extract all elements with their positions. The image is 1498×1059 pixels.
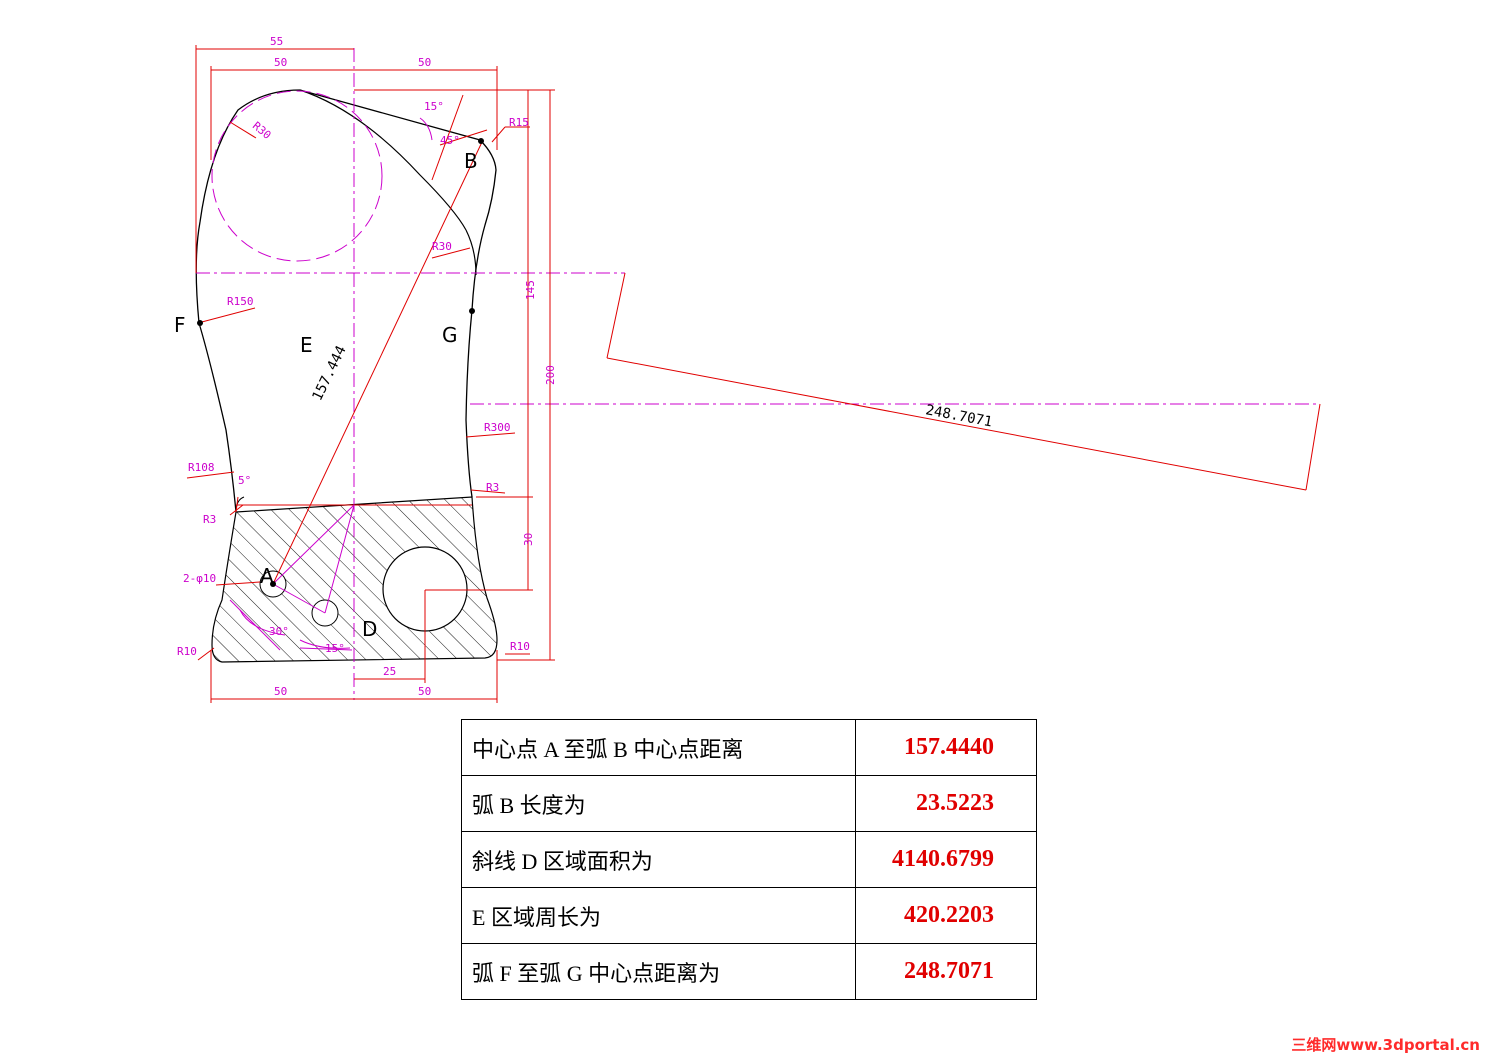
dim-angle-30: 30° xyxy=(269,625,289,638)
dim-r30-top: R30 xyxy=(250,119,274,142)
row-value: 420.2203 xyxy=(855,887,1037,944)
point-label-e: E xyxy=(300,333,313,357)
point-label-f: F xyxy=(174,313,186,337)
dim-length-248: 248.7071 xyxy=(924,402,993,430)
row-label: 弧 B 长度为 xyxy=(461,775,856,832)
dim-r10-left: R10 xyxy=(177,645,197,658)
dim-bottom-50-right: 50 xyxy=(418,685,431,698)
dim-top-50-left: 50 xyxy=(274,56,287,69)
dim-hole-spec: 2-φ10 xyxy=(183,572,216,585)
dim-200: 200 xyxy=(544,365,557,385)
dim-r300: R300 xyxy=(484,421,511,434)
table-row: E 区域周长为 420.2203 xyxy=(461,887,1037,944)
dim-bottom-50-left: 50 xyxy=(274,685,287,698)
point-f-marker xyxy=(197,320,203,326)
point-label-g: G xyxy=(442,323,458,347)
dim-angle-15-top: 15° xyxy=(424,100,444,113)
dim-top-55: 55 xyxy=(270,35,283,48)
point-label-d: D xyxy=(362,617,377,641)
table-row: 中心点 A 至弧 B 中心点距离 157.4440 xyxy=(461,719,1037,776)
row-label: 斜线 D 区域面积为 xyxy=(461,831,856,888)
dim-top-50-right: 50 xyxy=(418,56,431,69)
row-value: 23.5223 xyxy=(855,775,1037,832)
point-b-marker xyxy=(478,138,484,144)
construction-circle-r30 xyxy=(211,90,383,262)
point-a-marker xyxy=(270,581,276,587)
results-table: 中心点 A 至弧 B 中心点距离 157.4440 弧 B 长度为 23.522… xyxy=(461,719,1037,1000)
dim-30: 30 xyxy=(522,533,535,546)
row-value: 157.4440 xyxy=(855,719,1037,776)
dim-r10-right: R10 xyxy=(510,640,530,653)
row-label: 弧 F 至弧 G 中心点距离为 xyxy=(461,943,856,1000)
dim-r15: R15 xyxy=(509,116,529,129)
dim-length-157: 157.444 xyxy=(309,343,349,403)
dim-bottom-25: 25 xyxy=(383,665,396,678)
dim-145: 145 xyxy=(524,280,537,300)
point-g-marker xyxy=(469,308,475,314)
table-row: 斜线 D 区域面积为 4140.6799 xyxy=(461,831,1037,888)
dim-r3-right: R3 xyxy=(486,481,499,494)
dim-angle-5: 5° xyxy=(238,474,251,487)
row-label: 中心点 A 至弧 B 中心点距离 xyxy=(461,719,856,776)
point-label-a: A xyxy=(260,564,274,588)
part-outline xyxy=(195,89,497,513)
table-row: 弧 F 至弧 G 中心点距离为 248.7071 xyxy=(461,943,1037,1000)
watermark: 三维网www.3dportal.cn xyxy=(1291,1036,1480,1054)
point-label-b: B xyxy=(464,149,478,173)
table-row: 弧 B 长度为 23.5223 xyxy=(461,775,1037,832)
dim-angle-15-bottom: 15° xyxy=(325,642,345,655)
row-label: E 区域周长为 xyxy=(461,887,856,944)
dim-angle-45: 45° xyxy=(440,134,460,147)
dim-r150: R150 xyxy=(227,295,254,308)
dim-r3-left: R3 xyxy=(203,513,216,526)
row-value: 248.7071 xyxy=(855,943,1037,1000)
row-value: 4140.6799 xyxy=(855,831,1037,888)
dim-r108: R108 xyxy=(188,461,215,474)
cad-drawing: 55 50 50 15° 45° R15 R30 R30 R150 145 20… xyxy=(174,35,1321,703)
dim-r30-right: R30 xyxy=(432,240,452,253)
